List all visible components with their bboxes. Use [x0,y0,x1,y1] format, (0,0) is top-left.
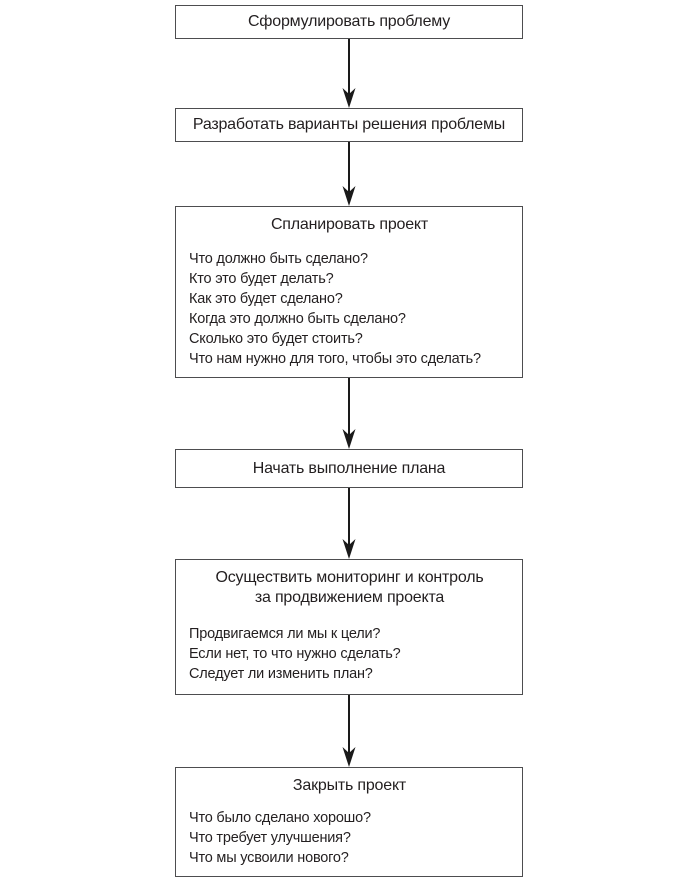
question: Если нет, то что нужно сделать? [189,646,401,662]
down-arrow-1 [339,39,359,108]
step-title: Закрыть проект [292,777,407,794]
question: Следует ли изменить план? [189,666,373,682]
question: Как это будет сделано? [189,291,343,307]
arrow-shaft [348,695,351,756]
arrow-shaft [348,488,351,548]
step-title: Сформулировать проблему [247,13,451,30]
arrow-shaft [348,39,351,97]
down-arrowhead-icon [342,747,356,767]
step-box-monitor-control: Осуществить мониторинг и контроль за про… [175,559,523,695]
down-arrow-2 [339,142,359,206]
question: Что было сделано хорошо? [189,810,371,826]
question-list: Что должно быть сделано? Кто это будет д… [189,249,510,369]
arrow-shaft [348,142,351,195]
down-arrowhead-icon [342,429,356,449]
step-title: Начать выполнение плана [252,459,446,477]
step-box-start-execution: Начать выполнение плана [175,449,523,488]
step-title-line-2: за продвижением проекта [254,589,445,606]
down-arrow-5 [339,695,359,767]
down-arrowhead-icon [342,186,356,206]
question: Что должно быть сделано? [189,251,368,267]
question: Продвигаемся ли мы к цели? [189,626,381,642]
down-arrowhead-icon [342,539,356,559]
question: Что нам нужно для того, чтобы это сделат… [189,351,481,367]
step-title: Разработать варианты решения проблемы [192,116,506,133]
question: Что требует улучшения? [189,830,351,846]
step-title: Спланировать проект [270,216,429,233]
step-box-plan-project: Спланировать проект Что должно быть сдел… [175,206,523,378]
question: Когда это должно быть сделано? [189,311,406,327]
question-list: Продвигаемся ли мы к цели? Если нет, то … [189,624,510,684]
arrow-shaft [348,378,351,438]
down-arrow-3 [339,378,359,449]
step-box-develop-options: Разработать варианты решения проблемы [175,108,523,142]
question: Кто это будет делать? [189,271,334,287]
step-box-close-project: Закрыть проект Что было сделано хорошо? … [175,767,523,877]
down-arrow-4 [339,488,359,559]
step-title-line-1: Осуществить мониторинг и контроль [215,569,484,586]
question: Что мы усвоили нового? [189,850,349,866]
question-list: Что было сделано хорошо? Что требует улу… [189,808,510,868]
step-box-formulate-problem: Сформулировать проблему [175,5,523,39]
down-arrowhead-icon [342,88,356,108]
question: Сколько это будет стоить? [189,331,363,347]
